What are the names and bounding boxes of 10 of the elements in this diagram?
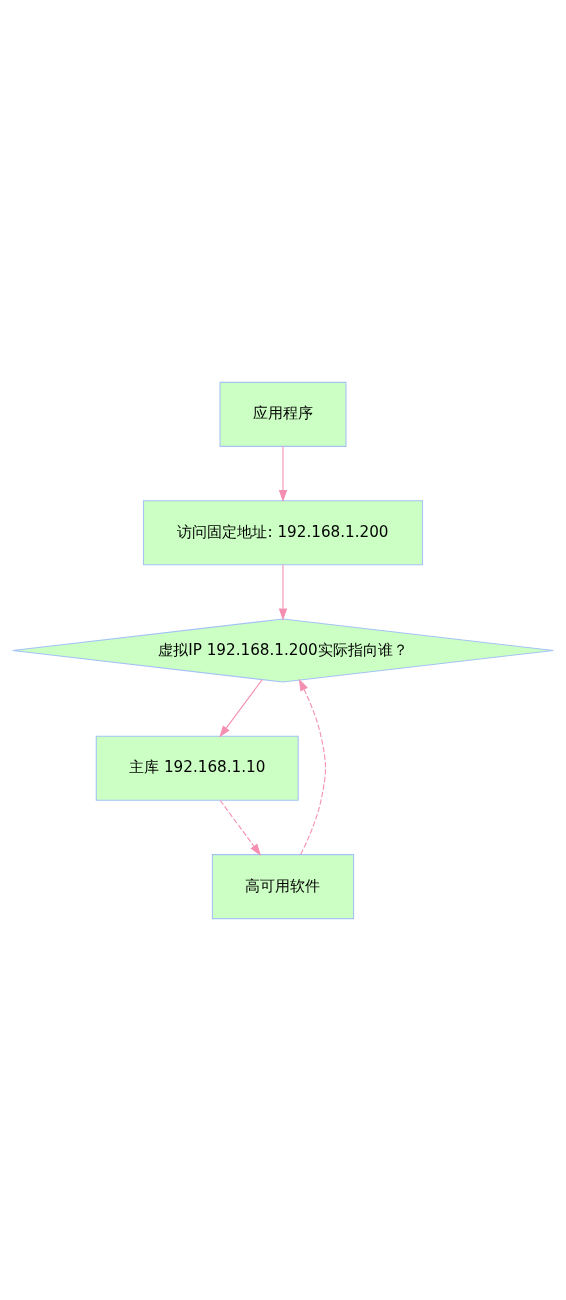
arrow (219, 799, 261, 856)
arrow (298, 678, 326, 855)
arrow (278, 445, 288, 502)
node-box: 高可用软件 (211, 853, 355, 919)
node-box: 主库 192.168.1.10 (95, 735, 299, 801)
arrow (219, 678, 263, 738)
node-box: 访问固定地址: 192.168.1.200 (142, 499, 424, 565)
node-diamond: 虚拟IP 192.168.1.200实际指向谁？ (12, 617, 554, 683)
node-box: 应用程序 (219, 381, 347, 447)
arrow (278, 563, 288, 620)
